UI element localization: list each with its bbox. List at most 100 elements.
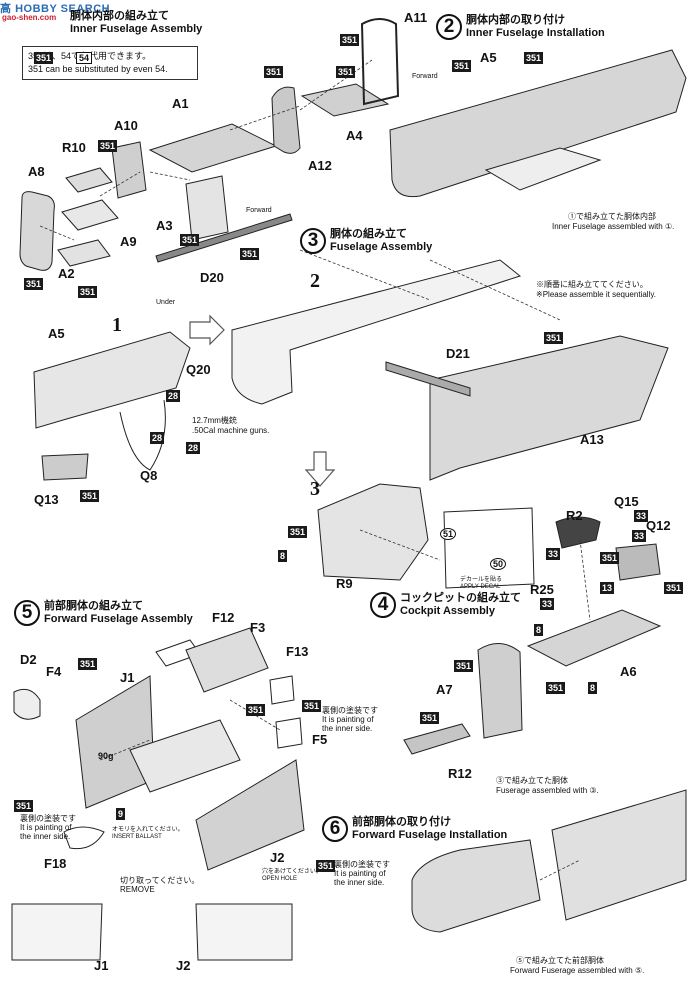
part-box-28: 28 — [166, 390, 181, 402]
step-2-title-en: Inner Fuselage Installation — [466, 27, 605, 39]
paint-box-351: 351 — [78, 658, 98, 670]
fuselage-half-right — [429, 335, 669, 481]
bulkhead-a7 — [477, 643, 523, 739]
paint-box-351: 351 — [14, 800, 34, 812]
step-5-header: 5 前部胴体の組み立て Forward Fuselage Assembly — [14, 600, 193, 626]
paint-box-351: 351 — [288, 526, 308, 538]
forward-note-step1: Forward — [246, 207, 272, 214]
label-a3: A3 — [156, 218, 173, 233]
label-j2: J2 — [270, 850, 285, 865]
label-d20: D20 — [200, 270, 224, 285]
paint-box-351: 351 — [340, 34, 360, 46]
step-3-number: 3 — [300, 228, 326, 254]
label-f4: F4 — [46, 664, 62, 679]
remove-en: REMOVE — [120, 885, 155, 894]
label-f13: F13 — [286, 644, 309, 659]
ballast-en: INSERT BALLAST — [112, 834, 162, 840]
paint-box-351: 351 — [544, 332, 564, 344]
apply-decal-ja: デカールを貼る — [460, 577, 503, 583]
machine-gun-ja: 12.7mm機銃 — [192, 416, 237, 425]
open-hole-ja: 穴をあけてください。 — [262, 869, 322, 875]
substitute-note-en: 351 can be substituted by even 54. — [28, 64, 168, 74]
inner-bulkheads — [484, 147, 602, 191]
paint-box-351: 351 — [524, 52, 544, 64]
rod-d20 — [155, 213, 293, 263]
label-q15: Q15 — [614, 494, 639, 509]
turret-q13 — [41, 453, 89, 481]
window-f5 — [275, 717, 303, 749]
floor-a2 — [57, 239, 111, 267]
label-r9: R9 — [336, 576, 353, 591]
bulkhead-a3 — [185, 175, 229, 241]
paint-box-351: 351 — [302, 700, 322, 712]
nose-cone-d2 — [13, 688, 41, 720]
paint-box-351: 351 — [336, 66, 356, 78]
paint-inner-en1-left: It is painting of — [20, 823, 72, 832]
step-1-title-ja: 胴体内部の組み立て — [70, 10, 169, 22]
part-box-13: 13 — [600, 582, 615, 594]
step-6-number: 6 — [322, 816, 348, 842]
label-a1: A1 — [172, 96, 189, 111]
forward-fuselage-j2 — [195, 759, 305, 871]
step-1-title-en: Inner Fuselage Assembly — [70, 23, 203, 35]
paint-box-351: 351 — [80, 490, 100, 502]
frame-a11 — [360, 18, 400, 106]
apply-decal-en: APPLY DECAL — [460, 584, 501, 590]
fuselage-half-left — [231, 259, 522, 405]
seat-q12 — [615, 543, 661, 581]
label-j1-cut: J1 — [94, 958, 109, 973]
fwd-assembled-en: Forward Fuserage assembled with ⑤. — [510, 966, 645, 975]
gun-mount-q8 — [119, 399, 166, 471]
paint-box-351: 351 — [24, 278, 44, 290]
label-a10: A10 — [114, 118, 138, 133]
ballast-ja: オモリを入れてください。 — [112, 827, 184, 833]
paint-box-351: 351 — [180, 234, 200, 246]
part-box-33: 33 — [632, 530, 647, 542]
step-2-header: 2 胴体内部の取り付け Inner Fuselage Installation — [436, 14, 605, 40]
label-q8: Q8 — [140, 468, 158, 483]
label-a13: A13 — [580, 432, 604, 447]
arrow-step-3-down — [304, 451, 336, 487]
label-r12: R12 — [448, 766, 472, 781]
paint-box-351: 351 — [246, 704, 266, 716]
label-r2: R2 — [566, 508, 583, 523]
step-3-title-en: Fuselage Assembly — [330, 241, 433, 253]
step-3-header: 3 胴体の組み立て Fuselage Assembly — [300, 228, 432, 254]
forward-note-top: Forward — [412, 73, 438, 80]
part-box-8: 8 — [534, 624, 544, 636]
cockpit-floor-a6 — [526, 609, 662, 667]
sequence-marker-1: 1 — [112, 314, 122, 336]
label-q20: Q20 — [186, 362, 211, 377]
part-box-28: 28 — [186, 442, 201, 454]
paint-inner-en1-mid: It is painting of — [322, 715, 374, 724]
label-f18: F18 — [44, 856, 67, 871]
cut-j2 — [195, 903, 293, 961]
floor-a1 — [148, 123, 278, 173]
floor-a9 — [61, 199, 119, 231]
sequential-note-en: ※Please assemble it sequentially. — [536, 290, 656, 299]
glazing-f18 — [63, 826, 105, 850]
label-a11: A11 — [404, 10, 428, 25]
sequential-note-ja: ※順番に組み立ててください。 — [536, 280, 648, 289]
part-box-9: 9 — [116, 808, 126, 820]
fuselage-assembled-ja: ③で組み立てた胴体 — [496, 776, 568, 785]
paint-box-351: 351 — [546, 682, 566, 694]
paint-box-351: 351 — [240, 248, 260, 260]
rod-d21 — [385, 361, 471, 397]
label-a5-top: A5 — [480, 50, 497, 65]
bulkhead-a12 — [271, 86, 301, 154]
watermark-site: gao-shen.com — [2, 13, 57, 22]
fuselage-assembled-en: Fuserage assembled with ③. — [496, 786, 599, 795]
step-5-title-en: Forward Fuselage Assembly — [44, 613, 193, 625]
inner-assembled-en: Inner Fuselage assembled with ①. — [552, 222, 675, 231]
fuselage-rear-a5 — [33, 331, 191, 429]
paint-inner-en1-low: It is painting of — [334, 869, 386, 878]
open-hole-en: OPEN HOLE — [262, 876, 298, 882]
paint-box-351: 351 — [664, 582, 684, 594]
frame-r10 — [65, 167, 113, 193]
label-a8: A8 — [28, 164, 45, 179]
label-a6: A6 — [620, 664, 637, 679]
fwd-assembled-ja: ⑤で組み立てた前部胴体 — [516, 956, 604, 965]
decal-box-51: 51 — [440, 528, 457, 540]
